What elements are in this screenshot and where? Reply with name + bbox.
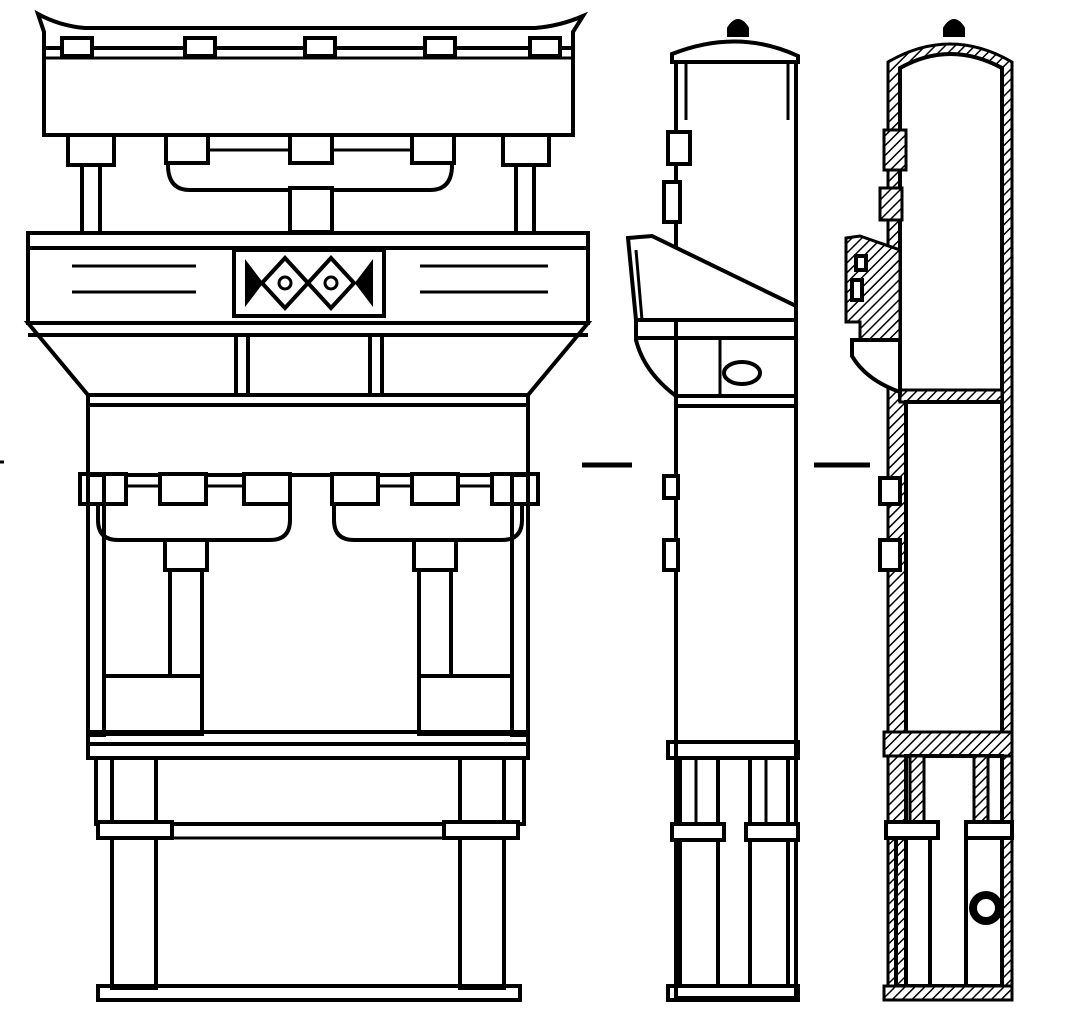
tray-block [410,133,456,165]
leg-cap-right [442,820,520,840]
side-elevation [625,19,800,1002]
crown-block [423,36,457,58]
section-leg-hatch [972,754,990,826]
tray-block [288,133,334,165]
crown-block [303,36,337,58]
crown-beam [34,9,589,137]
leg-left [110,836,158,990]
bracket-block [410,472,460,506]
section-block [878,538,902,572]
section-leg-cap [884,820,940,840]
section-block [878,186,904,222]
bracket-block [490,472,540,506]
trap-post [368,333,384,397]
side-trapezoid [634,318,798,398]
crown-block [528,36,562,58]
upper-post-right [514,163,536,235]
section-finial [943,19,965,37]
section-base-rail [882,730,1014,758]
front-elevation [23,9,593,1002]
column-base-right [417,674,514,736]
bracket-slot [854,254,868,272]
bracket-block [242,472,292,506]
side-wedge [625,233,798,322]
section-plinth [882,984,1014,1002]
wedge-edge [634,249,644,321]
bracket-right [501,133,551,167]
section-block [878,476,902,506]
side-block [662,474,680,500]
side-cap [670,39,800,64]
bracket-slot [850,278,864,302]
bracket-left [66,133,116,167]
side-block [662,180,682,224]
bracket-block [158,472,208,506]
side-leg-cap [670,822,726,842]
side-base-rail [666,740,800,760]
lower-frame [94,756,526,826]
side-leg-top [678,756,720,828]
column-left [168,568,204,678]
section-lower-wedge [850,338,902,395]
side-oval-hole [722,360,762,386]
tray-block [164,133,210,165]
trap-post [234,333,250,397]
lattice-ornament [232,248,386,318]
section-lower-cavity [904,400,1004,738]
crown-block [60,36,94,58]
section-block [882,128,908,172]
leg-cap-left [96,820,174,840]
outer-column-right [510,473,530,737]
plinth [96,984,522,1002]
lower-body-top [86,393,530,477]
section-view [844,19,1014,1002]
section-leg-cap [964,820,1014,840]
side-leg [748,838,790,988]
crown-block [183,36,217,58]
upper-post-left [80,163,102,235]
finial [727,19,749,37]
section-bolt-hole [977,899,995,917]
side-leg-top [748,756,790,828]
section-leg-hatch [908,754,926,826]
leg-top-left [110,756,158,826]
side-plinth [666,984,800,1002]
column-right [417,568,453,678]
lower-bracket-right [332,473,524,542]
column-base-left [102,674,204,736]
outer-column-left [86,473,106,737]
leg-right [458,836,506,990]
side-leg [678,838,720,988]
bracket-block [330,472,380,506]
side-body [674,60,798,1000]
leg-top-right [458,756,506,826]
side-block [662,538,680,572]
capital-right [412,538,458,572]
central-bracket-tray [166,133,454,192]
lower-bracket-left [96,473,292,542]
side-block [666,130,692,166]
capital-left [163,538,209,572]
side-leg-cap [744,822,800,842]
center-post [288,186,334,234]
